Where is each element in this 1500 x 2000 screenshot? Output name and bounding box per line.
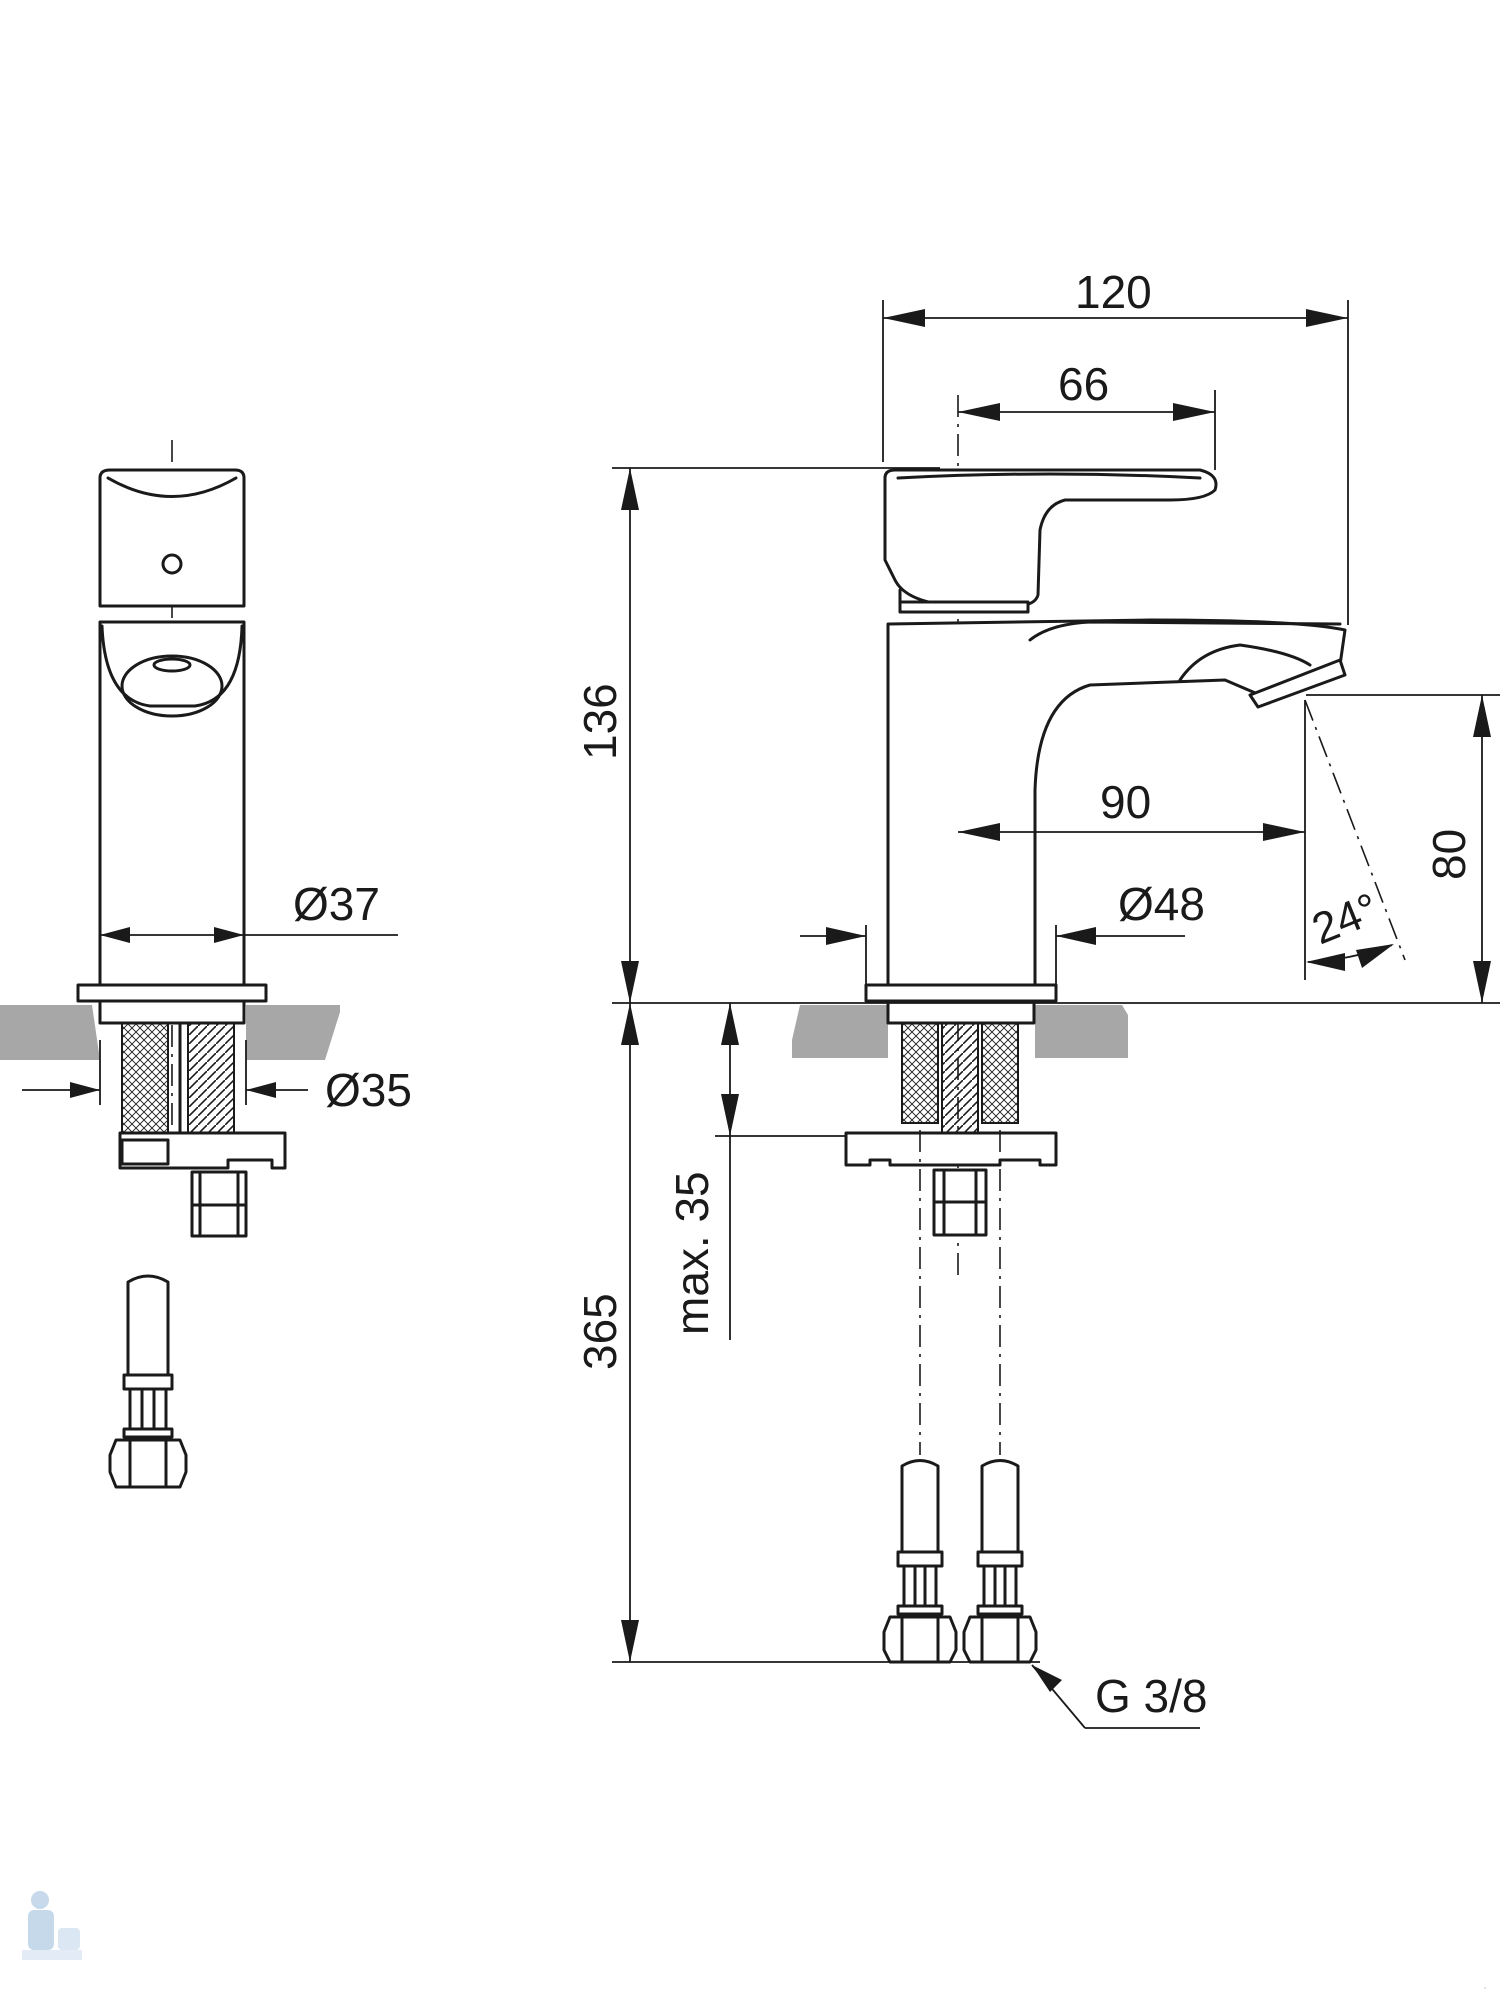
plumber-mascot-icon [22,1891,82,1960]
side-threaded-rod [187,1022,235,1134]
side-view: Ø37 Ø35 [0,440,412,1489]
dim-max-35: max. 35 [666,1171,718,1335]
front-handle [883,468,1218,607]
front-aerator [1248,658,1347,709]
dim-diameter-35: Ø35 [325,1064,412,1116]
vertical-watermark: · [1479,1986,1494,1990]
dim-angle-24: 24° [1305,884,1385,954]
dim-length-365: 365 [574,1293,626,1370]
countertop-left [0,1005,100,1060]
front-hose-right [981,1022,1019,1124]
countertop-right [246,1005,340,1060]
side-hose-nut [108,1438,188,1489]
countertop-front-left [792,1005,888,1058]
side-hose-hatched [121,1022,169,1134]
front-hose-left [901,1022,939,1124]
front-fixing-plate [844,1131,1058,1167]
countertop-front-right [1035,1005,1128,1058]
front-threaded-rod [941,1022,979,1134]
dim-spout-90: 90 [1100,776,1151,828]
front-hose-left-lower [900,1459,940,1554]
side-handle [98,468,246,608]
dim-width-120: 120 [1075,266,1152,318]
dim-height-136: 136 [574,683,626,760]
side-hose-detached [126,1274,170,1377]
front-view: 120 66 136 90 80 24° [574,266,1500,1729]
dim-diameter-48: Ø48 [1118,878,1205,930]
front-hose-right-nut [962,1615,1038,1664]
dim-diameter-37: Ø37 [293,878,380,930]
side-fixing-plate [118,1131,287,1170]
front-hose-right-lower [980,1459,1020,1554]
dim-handle-66: 66 [1058,358,1109,410]
front-hose-left-nut [882,1615,958,1664]
dim-spout-80: 80 [1423,829,1475,880]
side-base-ring [76,983,268,1003]
dim-thread-g38: G 3/8 [1095,1670,1208,1722]
front-base-ring [864,983,1058,1003]
